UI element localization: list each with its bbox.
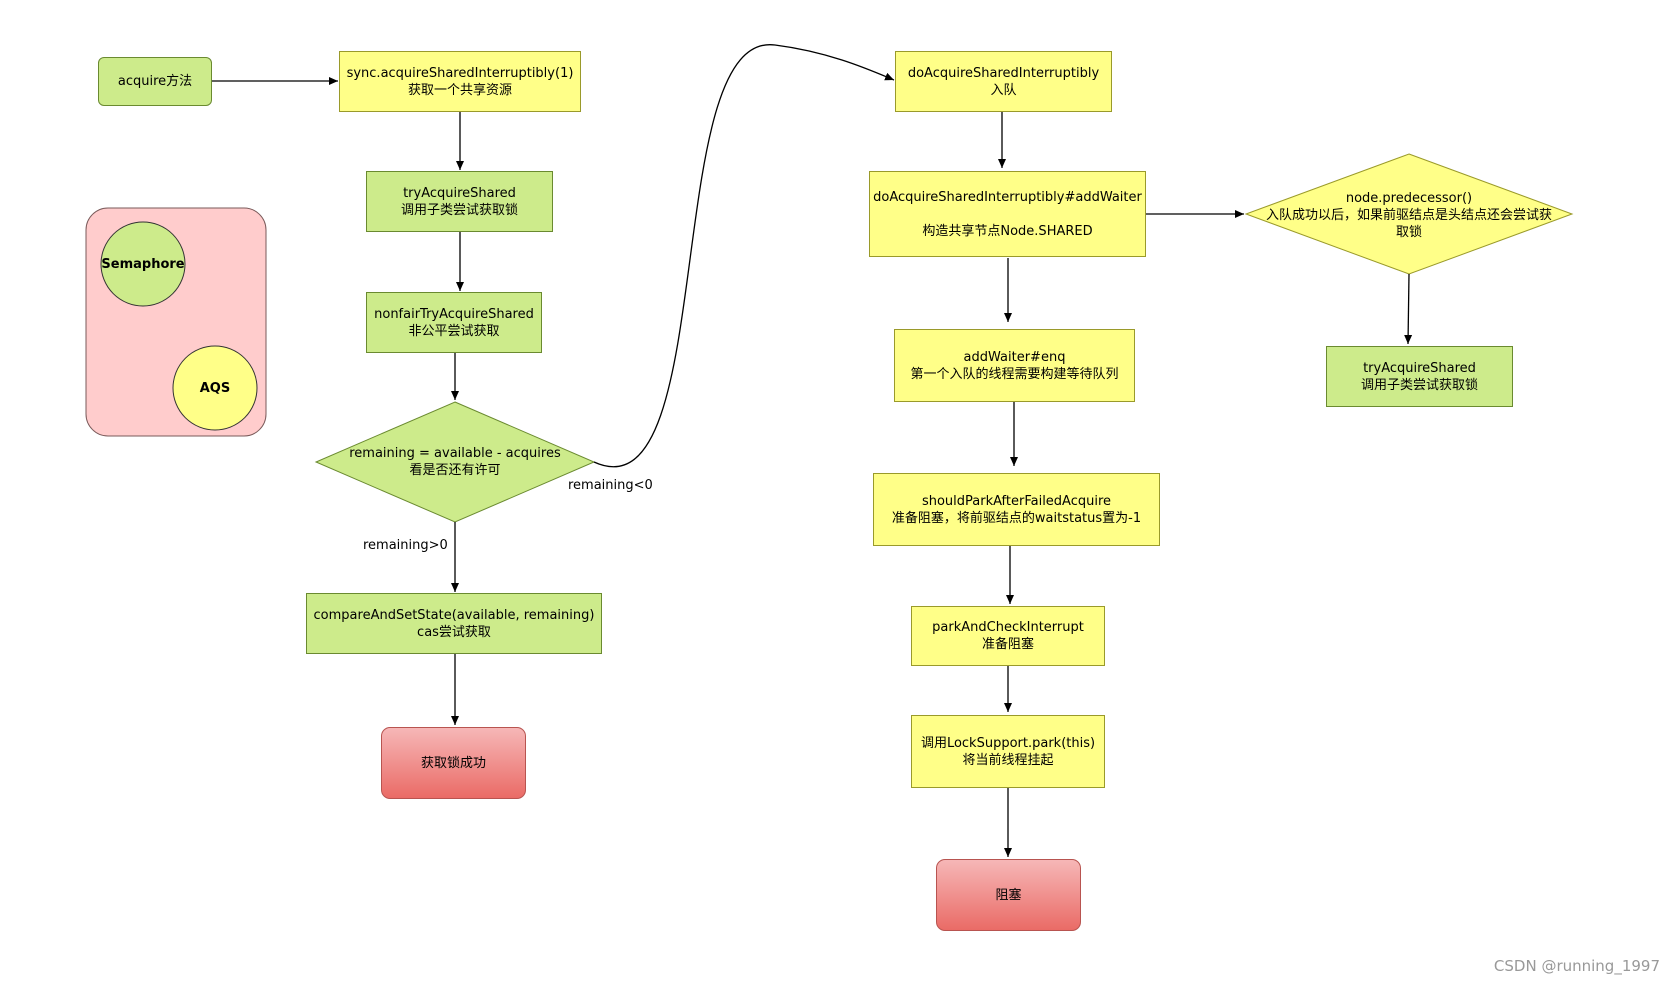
park-check-line2: 准备阻塞: [981, 637, 1034, 652]
do-acquire-line1: doAcquireSharedInterruptibly: [907, 65, 1100, 81]
remaining-decision-text: remaining = available - acquires 看是否还有许可: [336, 442, 574, 482]
cas-node: compareAndSetState(available, remaining)…: [306, 593, 602, 654]
should-park-line2: 准备阻塞，将前驱结点的waitstatus置为-1: [891, 510, 1142, 526]
semaphore-label: Semaphore: [101, 256, 185, 272]
try-acquire-retry-line2: 调用子类尝试获取锁: [1360, 377, 1478, 393]
blocked-node: 阻塞: [936, 859, 1081, 931]
aqs-circle: [172, 345, 258, 431]
remaining-line2: 看是否还有许可: [409, 463, 501, 478]
cas-line1: compareAndSetState(available, remaining): [313, 607, 595, 623]
remaining-line1: remaining = available - acquires: [349, 446, 561, 461]
add-waiter-line2: 构造共享节点Node.SHARED: [922, 223, 1093, 239]
try-acquire-line1: tryAcquireShared: [403, 185, 516, 201]
park-check-line1: parkAndCheckInterrupt: [932, 620, 1084, 635]
sync-acquire-node: sync.acquireSharedInterruptibly(1) 获取一个共…: [339, 51, 581, 112]
aqs-label: AQS: [199, 380, 231, 396]
csdn-watermark: CSDN @running_1997: [1493, 957, 1660, 975]
add-waiter-line1: doAcquireSharedInterruptibly#addWaiter: [873, 189, 1142, 205]
edge-predecessor-try2: [1404, 273, 1413, 345]
acquire-node: acquire方法: [98, 57, 212, 106]
enq-line2: 第一个入队的线程需要构建等待队列: [910, 366, 1119, 382]
add-waiter-node: doAcquireSharedInterruptibly#addWaiter 构…: [869, 171, 1146, 257]
try-acquire-retry-line1: tryAcquireShared: [1363, 360, 1476, 376]
do-acquire-line2: 入队: [990, 82, 1017, 98]
edge-remaining-doacquire: [593, 44, 895, 468]
blocked-label: 阻塞: [995, 887, 1022, 903]
try-acquire-retry-node: tryAcquireShared 调用子类尝试获取锁: [1326, 346, 1513, 407]
semaphore-circle: [100, 221, 186, 307]
nonfair-try-line2: 非公平尝试获取: [408, 323, 500, 339]
lock-support-line1: 调用LockSupport.park(this): [920, 735, 1096, 751]
acquire-label: acquire方法: [117, 74, 193, 89]
lock-support-node: 调用LockSupport.park(this) 将当前线程挂起: [911, 715, 1105, 788]
enq-node: addWaiter#enq 第一个入队的线程需要构建等待队列: [894, 329, 1135, 402]
predecessor-line3: 取锁: [1395, 224, 1422, 240]
predecessor-decision-text: node.predecessor() 入队成功以后，如果前驱结点是头结点还会尝试…: [1236, 189, 1582, 241]
try-acquire-line2: 调用子类尝试获取锁: [400, 202, 518, 218]
remaining-less-label: remaining<0: [568, 478, 653, 493]
enq-line1: addWaiter#enq: [963, 349, 1066, 365]
lock-support-line2: 将当前线程挂起: [962, 752, 1054, 768]
nonfair-try-node: nonfairTryAcquireShared 非公平尝试获取: [366, 292, 542, 353]
predecessor-line2: 入队成功以后，如果前驱结点是头结点还会尝试获: [1265, 207, 1552, 223]
sync-acquire-line2: 获取一个共享资源: [407, 82, 512, 98]
success-label: 获取锁成功: [420, 755, 486, 771]
success-node: 获取锁成功: [381, 727, 526, 799]
remaining-greater-label: remaining>0: [363, 538, 448, 553]
park-check-node: parkAndCheckInterrupt 准备阻塞: [911, 606, 1105, 666]
nonfair-try-line1: nonfairTryAcquireShared: [374, 306, 534, 322]
do-acquire-node: doAcquireSharedInterruptibly 入队: [895, 51, 1112, 112]
should-park-node: shouldParkAfterFailedAcquire 准备阻塞，将前驱结点的…: [873, 473, 1160, 546]
predecessor-line1: node.predecessor(): [1345, 190, 1473, 206]
should-park-line1: shouldParkAfterFailedAcquire: [921, 493, 1112, 509]
cas-line2: cas尝试获取: [417, 624, 491, 640]
sync-acquire-line1: sync.acquireSharedInterruptibly(1): [346, 65, 574, 81]
try-acquire-node: tryAcquireShared 调用子类尝试获取锁: [366, 171, 553, 232]
